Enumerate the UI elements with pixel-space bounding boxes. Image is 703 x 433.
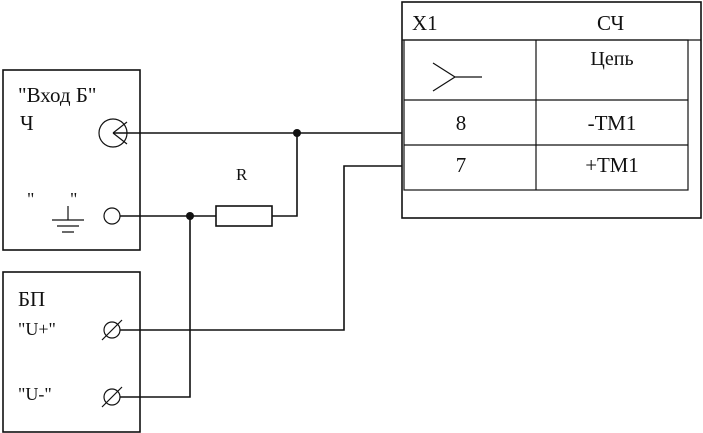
circuit-name: +ТМ1 xyxy=(585,153,639,177)
u-plus-label: "U+" xyxy=(18,319,56,339)
ground-icon xyxy=(52,206,84,233)
connector-label: Х1 xyxy=(412,11,438,35)
counter-label: СЧ xyxy=(597,11,624,35)
u-plus-terminal-icon xyxy=(101,319,123,341)
power-supply-box xyxy=(2,271,141,433)
junction-dot xyxy=(186,212,194,220)
resistor-label: R xyxy=(236,165,248,184)
junction-dot xyxy=(293,129,301,137)
wire-u-plus-to-pin-7 xyxy=(120,165,402,331)
input-b-label: "Вход Б" xyxy=(18,83,96,107)
resistor xyxy=(215,205,273,227)
wire-resistor-to-pin-8 xyxy=(272,133,298,217)
wire-ground-to-u-minus xyxy=(120,216,191,398)
pin-number: 7 xyxy=(456,153,467,177)
u-minus-terminal-icon xyxy=(101,386,123,408)
ground-quote-left: " xyxy=(27,189,34,209)
u-minus-label: "U-" xyxy=(18,384,52,404)
circuit-header: Цепь xyxy=(590,48,633,70)
connector-table xyxy=(401,1,702,219)
ground-quote-right: " xyxy=(70,189,77,209)
frequency-meter-label: Ч xyxy=(20,111,34,135)
connector-pin-icon xyxy=(432,62,482,92)
circuit-name: -ТМ1 xyxy=(588,111,637,135)
pin-number: 8 xyxy=(456,111,467,135)
ground-terminal-icon xyxy=(103,207,121,225)
frequency-meter-box xyxy=(2,69,141,251)
power-supply-label: БП xyxy=(18,287,45,311)
